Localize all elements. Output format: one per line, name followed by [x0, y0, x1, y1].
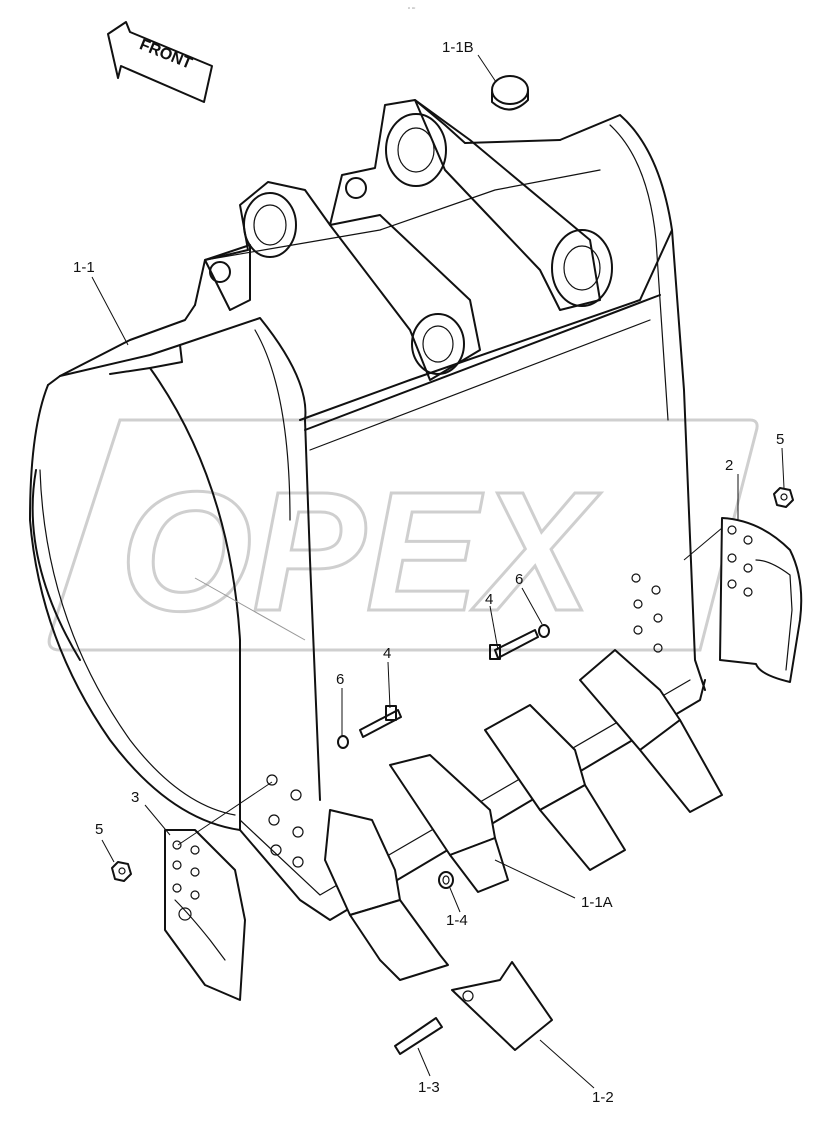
washer-6	[337, 624, 550, 749]
callout-6-left: 6	[336, 671, 344, 688]
header-mark: ” ’’’	[408, 8, 415, 14]
callout-2: 2	[725, 457, 733, 474]
leader-lines	[91, 54, 785, 1089]
mount-holes-right	[631, 573, 663, 653]
callouts: 1-1B 1-1 2 5 6 4 4 6 3 5 1-1A 1-4 1-3 1-…	[73, 39, 784, 1106]
callout-1-1: 1-1	[73, 259, 95, 276]
callout-1-3: 1-3	[418, 1079, 440, 1096]
washer-icon	[438, 871, 454, 889]
watermark: OPEX	[47, 418, 759, 652]
callout-5-right: 5	[776, 431, 784, 448]
callout-3: 3	[131, 789, 139, 806]
callout-1-4: 1-4	[446, 912, 468, 929]
tooth-icon	[324, 649, 723, 981]
callout-4-left: 4	[383, 645, 391, 662]
callout-6-right: 6	[515, 571, 523, 588]
bolt-icon	[359, 629, 539, 738]
front-arrow-icon: FRONT	[107, 21, 213, 103]
pin-icon	[394, 1017, 443, 1055]
callout-1-2: 1-2	[592, 1089, 614, 1106]
nut-icon	[111, 487, 794, 882]
bucket-body	[29, 99, 706, 921]
bushing-1-1B	[491, 75, 529, 111]
side-cutter-2	[719, 517, 803, 683]
side-cutter-3	[164, 829, 246, 1001]
front-label: FRONT	[137, 36, 195, 72]
callout-5-left: 5	[95, 821, 103, 838]
tooth-point-1-2	[451, 961, 553, 1051]
watermark-text: OPEX	[120, 457, 601, 647]
mount-holes-left	[266, 774, 304, 868]
callout-1-1A: 1-1A	[581, 894, 613, 911]
callout-1-1B: 1-1B	[442, 39, 474, 56]
callout-4-right: 4	[485, 591, 493, 608]
